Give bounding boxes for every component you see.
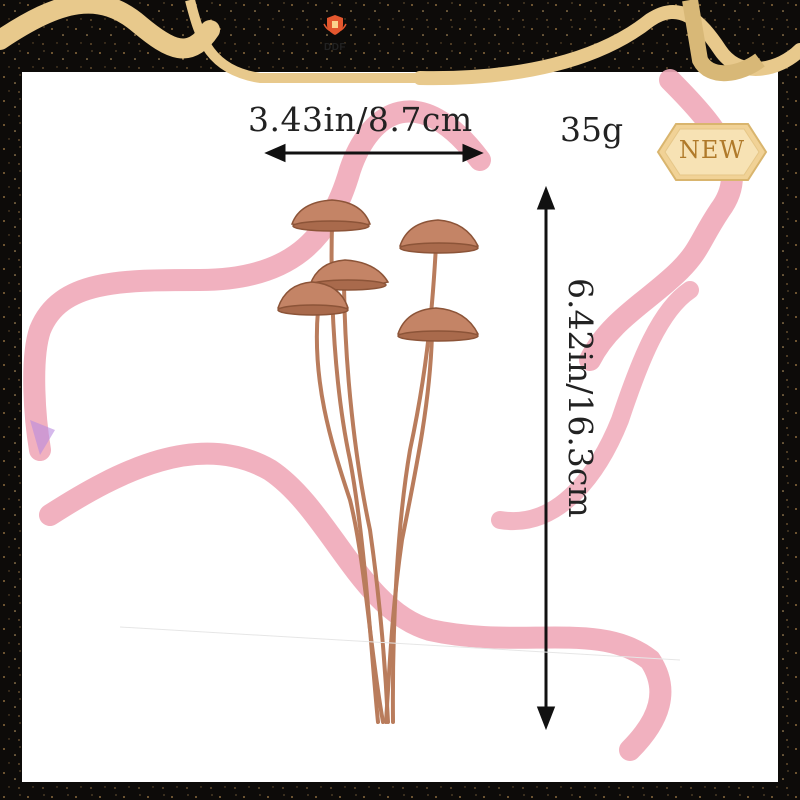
new-badge: NEW [656,122,768,182]
gold-ribbon-decoration [0,0,800,86]
new-badge-label: NEW [678,136,746,164]
width-dimension-label: 3.43in/8.7cm [248,100,473,139]
violet-accent [30,420,55,455]
weight-label: 35g [560,110,624,149]
height-arrow [536,185,556,731]
badge-shape-icon [656,123,768,181]
crest-icon [323,15,347,35]
width-arrow [264,143,484,163]
height-dimension-label: 6.42in/16.3cm [561,278,600,518]
brand-logo: DDF [310,14,360,53]
shadow-line [119,626,681,661]
brand-logo-text: DDF [323,42,347,53]
mushroom-caps [277,199,480,342]
